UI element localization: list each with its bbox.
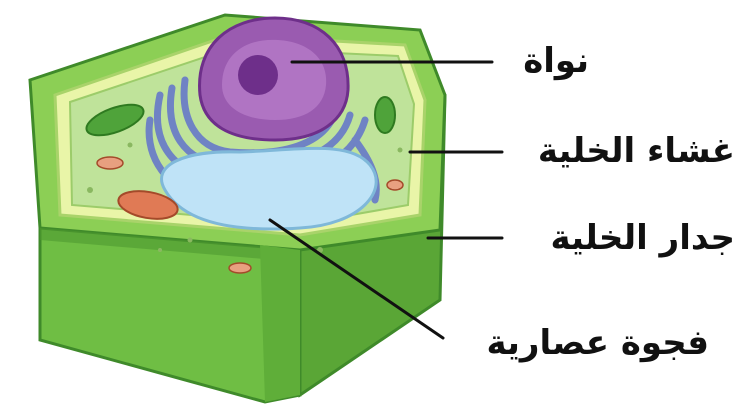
- mitochondrion: [229, 263, 251, 273]
- nucleolus: [238, 55, 278, 95]
- chloroplast: [375, 97, 395, 133]
- label-vacuole: فجوة عصارية: [487, 326, 709, 360]
- label-cell-wall: جدار الخلية: [550, 221, 735, 255]
- vacuole: [162, 148, 377, 229]
- mitochondrion: [97, 157, 123, 169]
- cell-wall-corner-fold: [260, 245, 300, 402]
- nucleus: [200, 18, 349, 140]
- label-cell-membrane: غشاء الخلية: [538, 134, 735, 168]
- mitochondrion: [387, 180, 403, 190]
- label-nucleus: نواة: [523, 44, 589, 78]
